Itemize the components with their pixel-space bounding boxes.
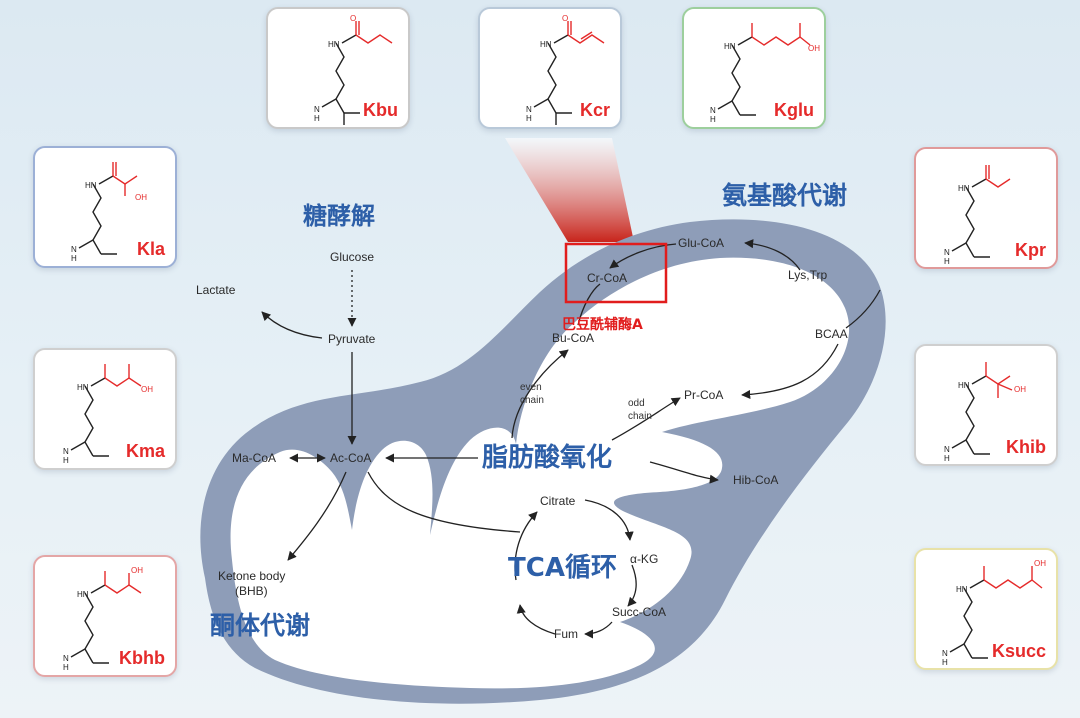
node-citrate: Citrate (540, 494, 576, 508)
card-kpr: HN N H Kpr (914, 147, 1058, 269)
mol-n: N (710, 106, 716, 115)
card-kcr: HN N H O Kcr (478, 7, 622, 129)
card-kbu: HN N H O Kbu (266, 7, 410, 129)
mol-h: H (71, 254, 77, 263)
mol-n: N (944, 248, 950, 257)
molecule-kglu: HN OH N H (710, 23, 820, 124)
node-ketone-body: Ketone body (218, 569, 285, 583)
node-succ-coa: Succ-CoA (612, 605, 666, 619)
label-khib: Khib (1006, 437, 1046, 457)
card-kglu: HN OH N H Kglu (682, 7, 826, 129)
card-ksucc: HN OH N H Ksucc (914, 548, 1058, 670)
label-kbhb: Kbhb (119, 648, 165, 668)
node-pr-coa: Pr-CoA (684, 388, 723, 402)
mol-n: N (63, 654, 69, 663)
mitochondrion-inner (230, 257, 850, 689)
card-kma: HN OH N H Kma (33, 348, 177, 470)
mol-n: N (71, 245, 77, 254)
title-amino-acid: 氨基酸代谢 (722, 181, 847, 210)
node-pyruvate: Pyruvate (328, 332, 376, 346)
mol-oh: OH (808, 44, 820, 53)
card-kla: HN OH N H Kla (33, 146, 177, 268)
molecule-kcr: HN N H O (526, 14, 605, 125)
title-glycolysis: 糖酵解 (303, 202, 375, 230)
mol-h: H (63, 663, 69, 672)
molecule-khib: HN OH N H (944, 362, 1026, 463)
node-cr-coa: Cr-CoA (587, 271, 627, 285)
mol-hn: HN (540, 40, 552, 49)
node-akg: α-KG (630, 552, 658, 566)
label-kbu: Kbu (363, 100, 398, 120)
node-lys-trp: Lys,Trp (788, 268, 827, 282)
mol-n: N (942, 649, 948, 658)
mol-o: O (350, 14, 356, 23)
label-odd-chain: chain (628, 411, 652, 422)
label-kla: Kla (136, 239, 165, 259)
label-crotonyl-coa: 巴豆酰辅酶A (562, 316, 643, 333)
mol-hn: HN (77, 383, 89, 392)
highlight-beam (505, 138, 634, 242)
molecule-kpr: HN N H (944, 165, 1011, 266)
mol-oh: OH (141, 385, 153, 394)
mol-oh: OH (135, 193, 147, 202)
title-fatty-acid: 脂肪酸氧化 (482, 443, 612, 473)
molecule-ksucc: HN OH N H (942, 559, 1046, 667)
molecule-kbu: HN N H O (314, 14, 393, 125)
molecule-kma: HN OH N H (63, 364, 153, 465)
card-khib: HN OH N H Khib (914, 344, 1058, 466)
mol-oh: OH (1014, 385, 1026, 394)
mol-h: H (944, 454, 950, 463)
mol-hn: HN (958, 381, 970, 390)
node-glu-coa: Glu-CoA (678, 236, 724, 250)
mol-hn: HN (958, 184, 970, 193)
label-even: even (520, 382, 542, 393)
mol-h: H (314, 114, 320, 123)
node-bu-coa: Bu-CoA (552, 331, 594, 345)
mol-h: H (944, 257, 950, 266)
mol-hn: HN (724, 42, 736, 51)
molecule-kla: HN OH N H (71, 162, 147, 263)
node-fum: Fum (554, 627, 578, 641)
label-kcr: Kcr (579, 100, 610, 120)
mol-hn: HN (956, 585, 968, 594)
mol-n: N (314, 105, 320, 114)
molecule-kbhb: HN OH N H (63, 566, 143, 672)
label-kma: Kma (125, 441, 165, 461)
label-odd: odd (628, 398, 645, 409)
mol-h: H (63, 456, 69, 465)
node-bhb: (BHB) (235, 584, 268, 598)
mol-hn: HN (77, 590, 89, 599)
mol-oh: OH (1034, 559, 1046, 568)
node-ac-coa: Ac-CoA (330, 451, 371, 465)
mol-o: O (562, 14, 568, 23)
node-ma-coa: Ma-CoA (232, 451, 276, 465)
crcoa-highlight-box (564, 242, 668, 304)
node-hib-coa: Hib-CoA (733, 473, 778, 487)
mol-h: H (710, 115, 716, 124)
node-glucose: Glucose (330, 250, 374, 264)
mol-n: N (63, 447, 69, 456)
label-ksucc: Ksucc (991, 641, 1046, 661)
pathway-arrows (261, 239, 881, 639)
label-kpr: Kpr (1015, 240, 1046, 260)
node-bcaa: BCAA (815, 327, 848, 341)
mol-n: N (944, 445, 950, 454)
mol-n: N (526, 105, 532, 114)
mol-h: H (942, 658, 948, 667)
card-kbhb: HN OH N H Kbhb (33, 555, 177, 677)
mol-oh: OH (131, 566, 143, 575)
title-ketone: 酮体代谢 (210, 611, 310, 640)
node-lactate: Lactate (196, 283, 236, 297)
title-tca: TCA循环 (508, 553, 617, 583)
mol-hn: HN (85, 181, 97, 190)
label-even-chain: chain (520, 395, 544, 406)
label-kglu: Kglu (774, 100, 814, 120)
mol-hn: HN (328, 40, 340, 49)
mol-h: H (526, 114, 532, 123)
